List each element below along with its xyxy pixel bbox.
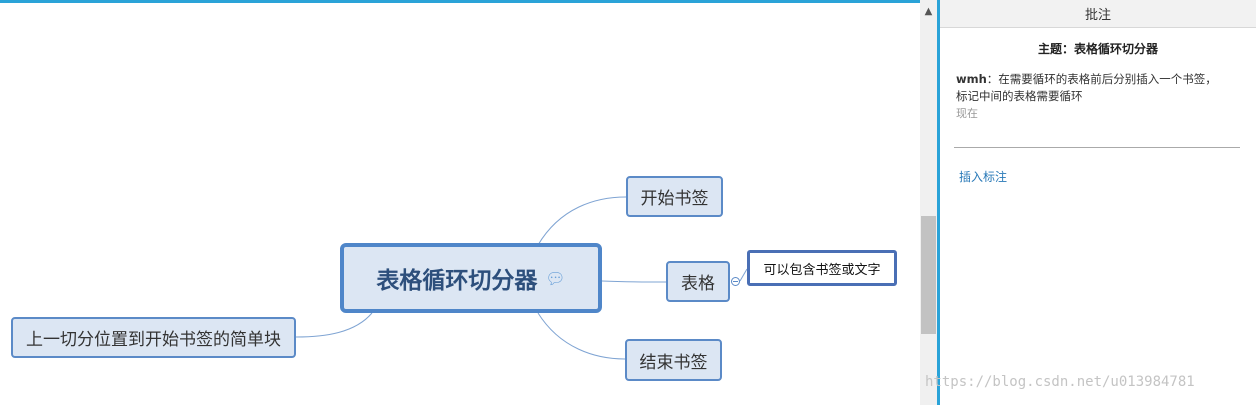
scroll-thumb[interactable] xyxy=(921,216,936,334)
connector-end xyxy=(537,312,626,360)
divider xyxy=(954,147,1240,148)
central-topic-title: 表格循环切分器 xyxy=(376,268,538,294)
connector-prev xyxy=(295,312,373,338)
connector-table xyxy=(601,280,667,283)
vertical-scrollbar[interactable]: ▲ xyxy=(920,0,937,405)
topic-table[interactable]: 表格 xyxy=(666,261,730,302)
connector-label xyxy=(739,268,748,282)
central-topic[interactable]: 表格循环切分器 💬︎ xyxy=(340,243,602,313)
comment-separator: ： xyxy=(986,72,999,86)
topic-table-label: 表格 xyxy=(681,274,715,294)
topic-end-bookmark-label: 结束书签 xyxy=(639,352,708,373)
scroll-up-arrow-icon[interactable]: ▲ xyxy=(924,5,933,17)
comment-topic: 主题：表格循环切分器 xyxy=(940,40,1256,57)
comment-text: 在需要循环的表格前后分别插入一个书签，标记中间的表格需要循环 xyxy=(956,72,1217,103)
comment-time: 现在 xyxy=(956,107,978,120)
comment-icon[interactable]: 💬︎ xyxy=(545,268,566,288)
floating-label[interactable]: 可以包含书签或文字 xyxy=(747,250,897,286)
connector-start xyxy=(537,196,627,246)
collapse-toggle[interactable] xyxy=(731,277,740,286)
panel-title: 批注 xyxy=(940,0,1256,28)
topic-start-bookmark[interactable]: 开始书签 xyxy=(626,176,723,217)
floating-label-text: 可以包含书签或文字 xyxy=(763,262,881,278)
comment-topic-name: 表格循环切分器 xyxy=(1074,42,1159,56)
panel-title-text: 批注 xyxy=(1084,8,1111,23)
comment-author: wmh xyxy=(956,72,987,86)
connector-lines xyxy=(295,196,748,360)
comments-panel: 批注 主题：表格循环切分器 wmh：在需要循环的表格前后分别插入一个书签，标记中… xyxy=(937,0,1256,405)
insert-note-link[interactable]: 插入标注 xyxy=(959,170,1008,184)
topic-previous-block[interactable]: 上一切分位置到开始书签的简单块 xyxy=(11,317,296,358)
watermark: https://blog.csdn.net/u013984781 xyxy=(925,374,1195,390)
topic-end-bookmark[interactable]: 结束书签 xyxy=(625,339,722,381)
topic-previous-block-label: 上一切分位置到开始书签的简单块 xyxy=(26,330,281,350)
comment-topic-label: 主题： xyxy=(1037,42,1074,56)
topic-start-bookmark-label: 开始书签 xyxy=(640,189,709,209)
comment-entry: wmh：在需要循环的表格前后分别插入一个书签，标记中间的表格需要循环 现在 xyxy=(956,71,1218,122)
mindmap-canvas[interactable]: 表格循环切分器 💬︎ 开始书签 表格 可以包含书签或文字 结束书签 上一切分位置… xyxy=(0,0,920,405)
